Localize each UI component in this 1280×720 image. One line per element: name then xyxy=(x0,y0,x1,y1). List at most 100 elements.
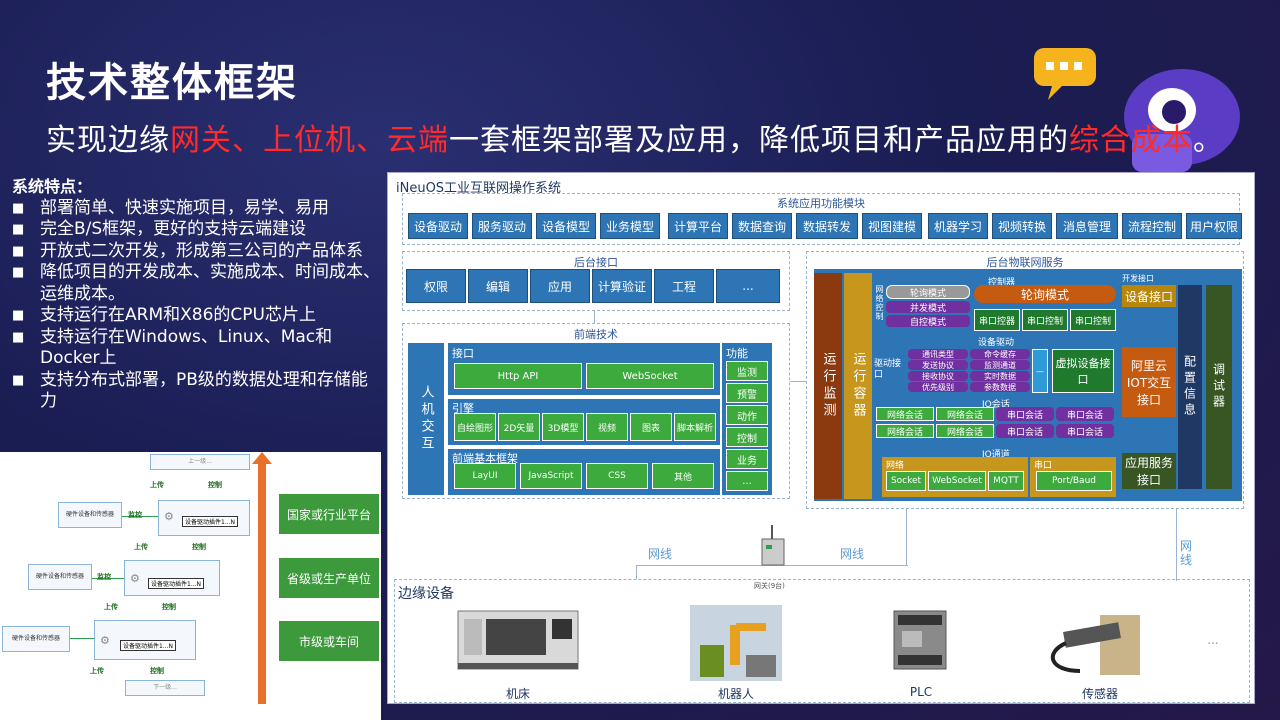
backend-item: 应用 xyxy=(530,269,590,303)
monitor-label: 监控 xyxy=(97,573,111,581)
netline-label: 网线 xyxy=(840,547,865,561)
func-item: 业务 xyxy=(726,449,768,469)
backend-item: ... xyxy=(716,269,780,303)
basic-item: JavaScript xyxy=(520,463,582,489)
engine-item: 图表 xyxy=(630,413,672,441)
device-label: 机器人 xyxy=(717,687,754,701)
level-national: 国家或行业平台 xyxy=(279,494,379,534)
module-item: 数据查询 xyxy=(732,213,792,239)
control-label: 控制 xyxy=(208,481,222,489)
engine-item: 自绘图形 xyxy=(454,413,496,441)
concurrent-mode: 并发模式 xyxy=(886,301,970,314)
subtitle-part: 一套框架部署及应用，降低项目和产品应用的 xyxy=(449,123,1069,158)
gear-icon: ⚙ xyxy=(164,510,174,523)
net-session: 网络会话 xyxy=(876,424,934,438)
engine-label: 引擎 xyxy=(452,402,474,415)
backend-api-caption: 后台接口 xyxy=(574,256,618,269)
serial-ctrl: 串口控制 xyxy=(1022,309,1068,331)
hw-label: 硬件设备和传感器 xyxy=(65,511,114,518)
subtitle: 实现边缘网关、上位机、云端一套框架部署及应用，降低项目和产品应用的综合成本。 xyxy=(46,115,1224,159)
module-item: 计算平台 xyxy=(668,213,728,239)
serial-session: 串口会话 xyxy=(996,424,1054,438)
upload-label: 上传 xyxy=(134,543,148,551)
level-bottom: 下一级... xyxy=(125,680,205,696)
engine-item: 脚本解析 xyxy=(674,413,716,441)
robot-icon xyxy=(690,605,782,681)
list-item: 开放式二次开发，形成第三公司的产品体系 xyxy=(12,241,384,263)
module-item: 服务驱动 xyxy=(472,213,532,239)
plc-icon xyxy=(892,609,948,671)
monitor-label: 监控 xyxy=(128,511,142,519)
netline-label: 网线 xyxy=(1180,539,1193,567)
features-list: 部署简单、快速实施项目，易学、易用 完全B/S框架，更好的支持云端建设 开放式二… xyxy=(12,198,384,413)
sysapp-caption: 系统应用功能模块 xyxy=(777,197,865,210)
backend-item: 计算验证 xyxy=(592,269,652,303)
connector xyxy=(1176,509,1177,581)
machine-tool-icon xyxy=(456,605,580,675)
net-session: 网络会话 xyxy=(936,407,994,421)
engine-item: 视频 xyxy=(586,413,628,441)
serial-label: 串口 xyxy=(1034,461,1053,471)
driver-item: 监测通道 xyxy=(970,360,1030,370)
frontend-group xyxy=(402,323,790,499)
func-item: ... xyxy=(726,471,768,491)
gateway-icon xyxy=(758,525,788,567)
plugin-label: 设备驱动插件1...N xyxy=(148,578,205,589)
func-label: 功能 xyxy=(726,347,748,360)
module-item: 视频转换 xyxy=(992,213,1052,239)
netline-label: 网线 xyxy=(648,547,673,561)
poll-mode-2: 轮询模式 xyxy=(974,285,1116,303)
gear-icon: ⚙ xyxy=(130,572,140,585)
basic-label: 前端基本框架 xyxy=(452,452,518,465)
connector xyxy=(790,381,806,382)
backend-item: 工程 xyxy=(654,269,714,303)
frontend-caption: 前端技术 xyxy=(574,328,618,341)
control-label: 控制 xyxy=(150,667,164,675)
basic-item: 其他 xyxy=(652,463,714,489)
driver-item: 接收协议 xyxy=(908,371,968,381)
device-label: 机床 xyxy=(505,687,530,701)
level-city: 市级或车间 xyxy=(279,621,379,661)
interface-label: 接口 xyxy=(452,347,474,360)
driver-label: 设备驱动 xyxy=(978,338,1015,348)
engine-item: 3D模型 xyxy=(542,413,584,441)
iot-caption: 后台物联网服务 xyxy=(986,256,1064,269)
driver-link: — xyxy=(1032,349,1048,393)
aliyun-iot-if: 阿里云IOT交互接口 xyxy=(1122,347,1176,417)
websocket: WebSocket xyxy=(586,363,714,389)
module-item: 机器学习 xyxy=(928,213,988,239)
poll-mode: 轮询模式 xyxy=(886,285,970,299)
more-devices: ... xyxy=(1207,633,1219,647)
module-item: 流程控制 xyxy=(1122,213,1182,239)
architecture-diagram: iNeuOS工业互联网操作系统 系统应用功能模块 设备驱动 服务驱动 设备模型 … xyxy=(387,172,1255,704)
io-session-label: IO会话 xyxy=(982,400,1010,410)
serial-ctrl: 串口控器 xyxy=(974,309,1020,331)
plugin-label: 设备驱动插件1...N xyxy=(182,516,239,527)
hierarchy-diagram: 国家或行业平台 省级或生产单位 市级或车间 上一级... 下一级... ⚙ ⚙ … xyxy=(0,452,381,720)
driver-item: 参数数据 xyxy=(970,382,1030,392)
http-api: Http API xyxy=(454,363,582,389)
app-service-if: 应用服务接口 xyxy=(1122,453,1176,489)
hw-box: 硬件设备和传感器 xyxy=(2,626,70,652)
engine-item: 2D矢量 xyxy=(498,413,540,441)
driver-item: 命令缓存 xyxy=(970,349,1030,359)
features-panel: 系统特点： 部署简单、快速实施项目，易学、易用 完全B/S框架，更好的支持云端建… xyxy=(12,176,384,413)
serial-session: 串口会话 xyxy=(1056,407,1114,421)
controller-label: 控制器 xyxy=(988,278,1016,288)
control-label: 控制 xyxy=(162,603,176,611)
serial-session: 串口会话 xyxy=(996,407,1054,421)
control-label: 控制 xyxy=(192,543,206,551)
net-session: 网络会话 xyxy=(876,407,934,421)
mascot-icon xyxy=(1032,42,1272,172)
gear-icon: ⚙ xyxy=(100,634,110,647)
list-item: 完全B/S框架，更好的支持云端建设 xyxy=(12,219,384,241)
list-item: 支持运行在ARM和X86的CPU芯片上 xyxy=(12,305,384,327)
backend-item: 编辑 xyxy=(468,269,528,303)
open-if-label: 开发接口 xyxy=(1122,274,1154,283)
hw-label: 硬件设备和传感器 xyxy=(35,573,84,580)
driver-item: 实时数据 xyxy=(970,371,1030,381)
device-if: 设备接口 xyxy=(1122,285,1176,307)
subtitle-part: 。 xyxy=(1193,123,1224,158)
edge-title: 边缘设备 xyxy=(398,586,454,602)
